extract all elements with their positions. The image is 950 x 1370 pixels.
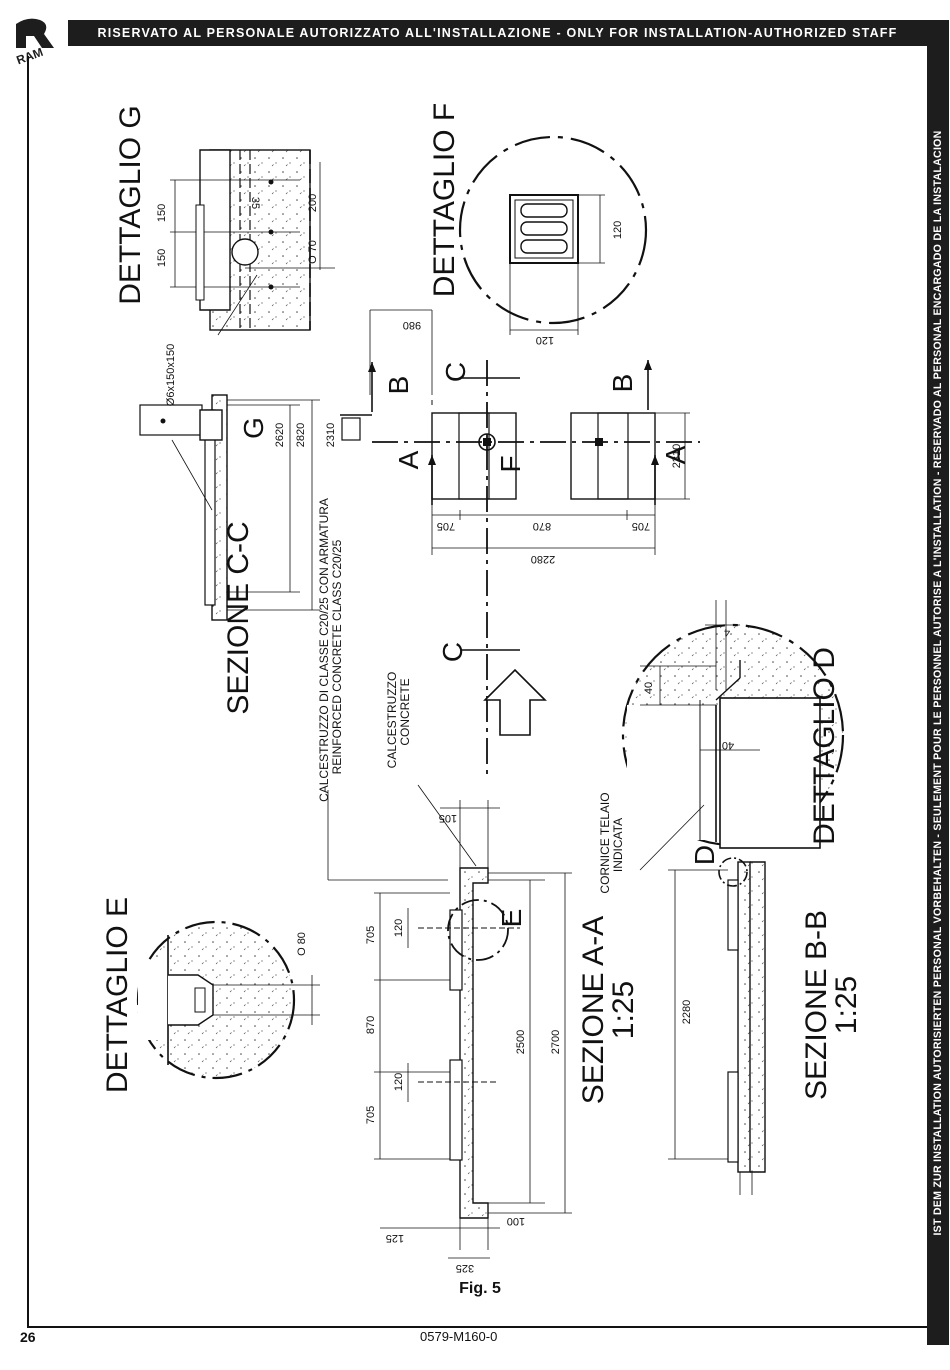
plan-dim-870: 870 bbox=[533, 520, 551, 532]
concrete-class-note-it: CALCESTRUZZO DI CLASSE C20/25 CON ARMATU… bbox=[317, 498, 331, 802]
aa-dim-325: 325 bbox=[456, 1262, 474, 1274]
plan-dim-2310: 2310 bbox=[671, 444, 683, 468]
g-dim-150b: 150 bbox=[156, 249, 168, 267]
callout-f: F bbox=[495, 455, 526, 472]
aa-dim-105: 105 bbox=[439, 812, 457, 824]
plan-dim-980: 980 bbox=[403, 319, 421, 331]
aa-dim-705a: 705 bbox=[365, 926, 377, 944]
section-bb-drawing bbox=[668, 857, 766, 1195]
top-banner: RISERVATO AL PERSONALE AUTORIZZATO ALL'I… bbox=[68, 20, 927, 46]
callout-e: E bbox=[496, 909, 527, 928]
callout-g: G bbox=[238, 417, 269, 439]
plan-dim-2280: 2280 bbox=[531, 553, 555, 565]
note-leader-3 bbox=[417, 784, 477, 867]
callout-d: D bbox=[689, 845, 720, 865]
detail-d-title: DETTAGLIO D bbox=[808, 647, 841, 845]
rebar-note: Ø6x150x150 bbox=[165, 344, 177, 406]
detail-e-drawing bbox=[136, 920, 320, 1080]
detail-g-drawing bbox=[170, 149, 335, 331]
cc-dim-2620: 2620 bbox=[274, 423, 286, 447]
f-dim-120a: 120 bbox=[612, 221, 624, 239]
plan-dim-705a: 705 bbox=[437, 520, 455, 532]
frame-note-it: CORNICE TELAIO bbox=[598, 792, 612, 893]
plan-dim-705b: 705 bbox=[632, 520, 650, 532]
section-aa-title: SEZIONE A-A bbox=[577, 916, 610, 1104]
g-dim-35: 35 bbox=[249, 197, 261, 209]
d-dim-40a: 40 bbox=[643, 682, 655, 694]
concrete-note-it: CALCESTRUZZO bbox=[385, 672, 399, 769]
section-aa-scale: 1:25 bbox=[607, 981, 640, 1039]
aa-dim-120a: 120 bbox=[393, 919, 405, 937]
figure-caption: Fig. 5 bbox=[459, 1280, 501, 1297]
f-dim-120b: 120 bbox=[536, 334, 554, 346]
ram-logo-icon: RAM bbox=[10, 14, 62, 67]
aa-dim-870: 870 bbox=[365, 1016, 377, 1034]
section-cc-drawing bbox=[139, 274, 320, 621]
detail-e-title: DETTAGLIO E bbox=[101, 897, 134, 1093]
concrete-note-en: CONCRETE bbox=[398, 678, 412, 745]
detail-d-drawing bbox=[621, 600, 845, 871]
document-code: 0579-M160-0 bbox=[420, 1329, 498, 1344]
detail-f-title: DETTAGLIO F bbox=[428, 103, 461, 297]
callout-a-right: A bbox=[660, 445, 691, 464]
frame-left-border bbox=[27, 56, 29, 1326]
aa-dim-100: 100 bbox=[507, 1215, 525, 1227]
e-dim-o80: O 80 bbox=[296, 932, 308, 956]
bb-dim-2280: 2280 bbox=[681, 1000, 693, 1024]
aa-dim-2700: 2700 bbox=[550, 1030, 562, 1054]
aa-dim-2500: 2500 bbox=[515, 1030, 527, 1054]
callout-c-top: C bbox=[440, 362, 471, 382]
callout-c-bottom: C bbox=[437, 642, 468, 662]
g-dim-200: 200 bbox=[307, 194, 319, 212]
detail-f-drawing bbox=[458, 135, 648, 335]
plan-view-drawing bbox=[340, 309, 700, 780]
section-cc-title: SEZIONE C-C bbox=[222, 521, 255, 714]
aa-dim-120b: 120 bbox=[393, 1073, 405, 1091]
callout-b-right: B bbox=[607, 374, 638, 393]
aa-dim-125: 125 bbox=[386, 1232, 404, 1244]
frame-bottom-border bbox=[27, 1326, 927, 1328]
g-dim-o70: O 70 bbox=[307, 240, 319, 264]
d-dim-4: 4 bbox=[724, 626, 730, 638]
concrete-class-note-en: REINFORCED CONCRETE CLASS C20/25 bbox=[330, 539, 344, 774]
section-bb-scale: 1:25 bbox=[830, 976, 863, 1034]
d-dim-40b: 40 bbox=[722, 739, 734, 751]
section-aa-drawing bbox=[374, 800, 572, 1259]
side-banner: IST DEM ZUR INSTALLATION AUTORISIERTEN P… bbox=[927, 20, 949, 1345]
frame-note-it-2: INDICATA bbox=[611, 818, 625, 872]
top-banner-text: RISERVATO AL PERSONALE AUTORIZZATO ALL'I… bbox=[97, 26, 898, 40]
cc-dim-2820: 2820 bbox=[295, 423, 307, 447]
g-dim-150a: 150 bbox=[156, 204, 168, 222]
page-number: 26 bbox=[20, 1329, 36, 1345]
aa-dim-705b: 705 bbox=[365, 1106, 377, 1124]
detail-g-title: DETTAGLIO G bbox=[114, 105, 147, 304]
cc-dim-2310: 2310 bbox=[325, 423, 337, 447]
callout-b-left: B bbox=[383, 376, 414, 395]
callout-a-left: A bbox=[393, 450, 424, 469]
section-bb-title: SEZIONE B-B bbox=[800, 910, 833, 1100]
